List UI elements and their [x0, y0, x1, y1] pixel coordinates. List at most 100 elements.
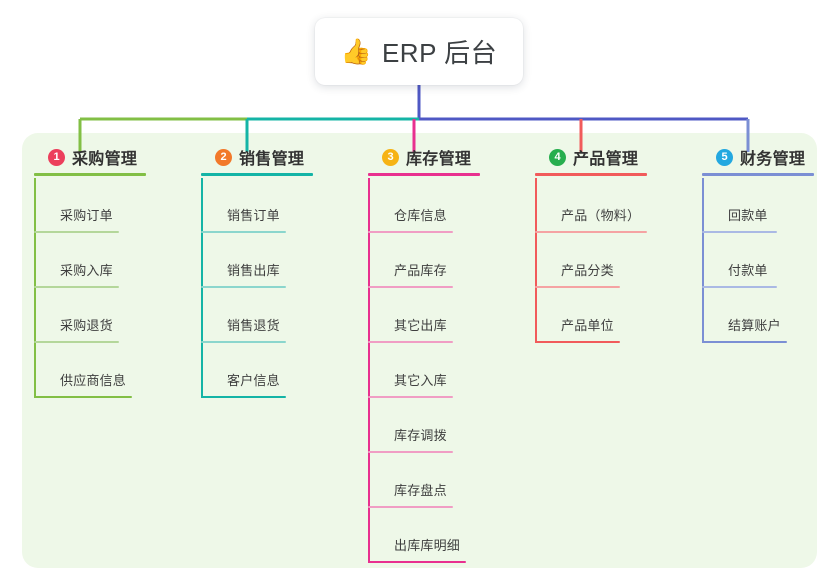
- branch-header-underline: [535, 173, 647, 176]
- branch-item-label: 产品分类: [561, 263, 614, 278]
- branch-title: 产品管理: [573, 151, 639, 168]
- branch-header-underline: [201, 173, 313, 176]
- branch-item[interactable]: 产品库存: [368, 233, 471, 288]
- branch-header-underline: [368, 173, 480, 176]
- branch-item[interactable]: 结算账户: [702, 288, 805, 343]
- branch-item[interactable]: 销售订单: [201, 178, 304, 233]
- branch-item-underline: [34, 396, 132, 398]
- branch-item-label: 销售退货: [227, 318, 280, 333]
- branch-item-underline: [201, 396, 286, 398]
- branch-number-badge: 1: [48, 148, 65, 166]
- branch-column-2: 2 销售管理销售订单销售出库销售退货客户信息: [201, 146, 313, 398]
- branch-item-label: 库存盘点: [394, 483, 447, 498]
- branch-item[interactable]: 产品（物料）: [535, 178, 647, 233]
- branch-item-list: 销售订单销售出库销售退货客户信息: [201, 178, 304, 398]
- branch-item-label: 回款单: [728, 208, 768, 223]
- branch-item-underline: [201, 231, 286, 233]
- branch-item-label: 出库库明细: [394, 538, 461, 553]
- branch-item-underline: [702, 231, 777, 233]
- branch-item[interactable]: 出库库明细: [368, 508, 471, 563]
- branch-item-label: 产品单位: [561, 318, 614, 333]
- branch-item[interactable]: 付款单: [702, 233, 805, 288]
- branch-spine: [34, 178, 36, 398]
- branch-item-label: 采购入库: [60, 263, 113, 278]
- branch-header-underline: [702, 173, 814, 176]
- branch-column-5: 5 财务管理回款单付款单结算账户: [702, 146, 814, 343]
- branch-column-1: 1 采购管理采购订单采购入库采购退货供应商信息: [34, 146, 146, 398]
- branch-item[interactable]: 产品分类: [535, 233, 638, 288]
- root-node-card[interactable]: 👍 ERP 后台: [315, 18, 523, 85]
- branch-item[interactable]: 产品单位: [535, 288, 638, 343]
- branch-item-underline: [535, 286, 620, 288]
- branch-item-underline: [201, 341, 286, 343]
- branch-header-underline: [34, 173, 146, 176]
- branch-item-label: 仓库信息: [394, 208, 447, 223]
- branch-item-list: 产品（物料） 产品分类产品单位: [535, 178, 647, 343]
- branch-item-underline: [535, 341, 620, 343]
- branch-item-underline: [368, 396, 453, 398]
- branch-item[interactable]: 销售出库: [201, 233, 304, 288]
- branch-item[interactable]: 其它入库: [368, 343, 471, 398]
- branch-column-3: 3 库存管理仓库信息产品库存其它出库其它入库库存调拨库存盘点出库库明细: [368, 146, 480, 563]
- branch-item-underline: [368, 506, 453, 508]
- branch-column-4: 4 产品管理产品（物料） 产品分类产品单位: [535, 146, 647, 343]
- branch-item-label: 结算账户: [728, 318, 781, 333]
- content-panel: [22, 133, 817, 568]
- branch-item[interactable]: 回款单: [702, 178, 805, 233]
- branch-item[interactable]: 库存调拨: [368, 398, 471, 453]
- branch-item-label: 产品库存: [394, 263, 447, 278]
- branch-number-badge: 4: [549, 148, 566, 166]
- thumbs-up-icon: 👍: [340, 38, 372, 66]
- branch-title: 财务管理: [740, 151, 806, 168]
- page-title: ERP 后台: [381, 38, 498, 68]
- branch-item-underline: [368, 451, 453, 453]
- branch-item-label: 其它出库: [394, 318, 447, 333]
- branch-item[interactable]: 库存盘点: [368, 453, 471, 508]
- branch-item-label: 销售订单: [227, 208, 280, 223]
- branch-item-underline: [368, 341, 453, 343]
- branch-number-badge: 5: [716, 148, 733, 166]
- branch-item-underline: [702, 341, 787, 343]
- branch-item-label: 销售出库: [227, 263, 280, 278]
- branch-header-4[interactable]: 4 产品管理: [535, 146, 638, 168]
- branch-spine: [535, 178, 537, 343]
- branch-item-label: 采购订单: [60, 208, 113, 223]
- branch-item-label: 供应商信息: [60, 373, 127, 388]
- branch-item[interactable]: 采购入库: [34, 233, 137, 288]
- branch-title: 采购管理: [72, 151, 138, 168]
- branch-item-label: 付款单: [728, 263, 768, 278]
- branch-spine: [702, 178, 704, 343]
- branch-item[interactable]: 供应商信息: [34, 343, 137, 398]
- branch-header-5[interactable]: 5 财务管理: [702, 146, 805, 168]
- branch-header-3[interactable]: 3 库存管理: [368, 146, 471, 168]
- branch-item-label: 库存调拨: [394, 428, 447, 443]
- branch-number-badge: 3: [382, 148, 399, 166]
- branch-item-label: 产品（物料）: [561, 208, 641, 223]
- branch-item-underline: [702, 286, 777, 288]
- branch-item-underline: [368, 231, 453, 233]
- branch-spine: [368, 178, 370, 563]
- branch-title: 销售管理: [239, 151, 305, 168]
- branch-item-underline: [34, 286, 119, 288]
- branch-item[interactable]: 仓库信息: [368, 178, 471, 233]
- branch-header-2[interactable]: 2 销售管理: [201, 146, 304, 168]
- branch-spine: [201, 178, 203, 398]
- branch-item-list: 采购订单采购入库采购退货供应商信息: [34, 178, 137, 398]
- branch-item[interactable]: 其它出库: [368, 288, 471, 343]
- branch-item-underline: [34, 341, 119, 343]
- branch-item[interactable]: 采购退货: [34, 288, 137, 343]
- branch-item-underline: [34, 231, 119, 233]
- branch-item[interactable]: 销售退货: [201, 288, 304, 343]
- branch-item-list: 仓库信息产品库存其它出库其它入库库存调拨库存盘点出库库明细: [368, 178, 471, 563]
- branch-item[interactable]: 客户信息: [201, 343, 304, 398]
- branch-item-label: 采购退货: [60, 318, 113, 333]
- branch-number-badge: 2: [215, 148, 232, 166]
- branch-item-label: 其它入库: [394, 373, 447, 388]
- branch-header-1[interactable]: 1 采购管理: [34, 146, 137, 168]
- branch-item-underline: [535, 231, 647, 233]
- branch-item-label: 客户信息: [227, 373, 280, 388]
- branch-item[interactable]: 采购订单: [34, 178, 137, 233]
- branch-title: 库存管理: [406, 151, 472, 168]
